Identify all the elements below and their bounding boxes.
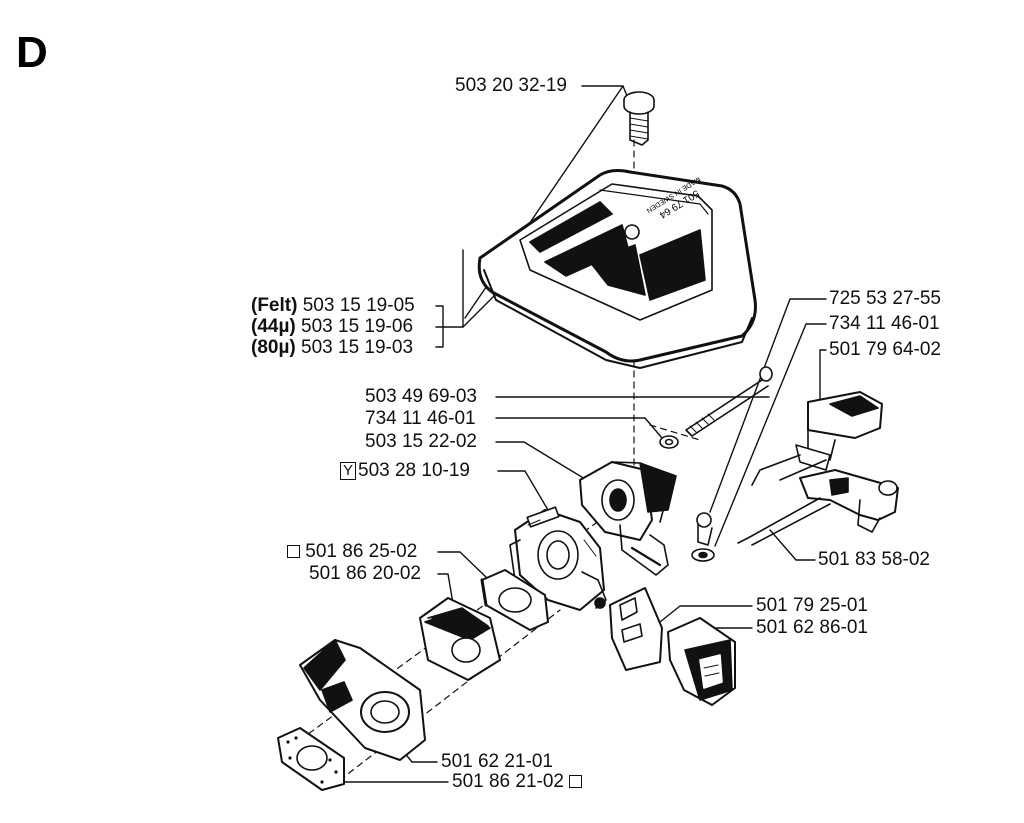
gasket-b-part — [277, 727, 345, 791]
leader-washer-left — [495, 417, 663, 439]
callout-screw-top: 503 20 32-19 — [455, 75, 567, 96]
callout-plate: 501 79 25-01 — [756, 595, 868, 616]
leader-washer-right — [714, 323, 827, 547]
long-bolt-part — [685, 366, 773, 437]
leader-screw-right — [709, 298, 827, 513]
intake-adapter-part — [299, 639, 426, 761]
gasket-a-part — [480, 569, 549, 631]
throttle-rod-part — [737, 469, 899, 546]
washer-left-part — [659, 435, 679, 449]
bushing-part — [667, 617, 736, 706]
leader-gasket-a — [437, 551, 488, 579]
callout-throttle-rod: 501 83 58-02 — [818, 549, 930, 570]
callout-intake: 501 86 20-02 — [309, 563, 421, 584]
choke-lever-part — [751, 391, 883, 486]
callout-filter-felt-type: (Felt) — [251, 295, 298, 316]
screw-right-part — [696, 512, 713, 546]
section-letter: D — [16, 28, 48, 77]
callout-filter-felt: (Felt) 503 15 19-05 — [251, 295, 415, 316]
callout-gasket-a: 501 86 25-02 — [287, 541, 417, 563]
intake-part — [419, 597, 501, 681]
callout-choke-lever: 501 79 64-02 — [829, 339, 941, 360]
callout-bolt-long: 503 49 69-03 — [365, 386, 477, 407]
square-marker-icon — [569, 775, 583, 788]
leader-carb — [497, 470, 549, 511]
callout-carb-holder: 503 15 22-02 — [365, 431, 477, 452]
carb-y-marker: Y — [340, 462, 357, 480]
callout-screw-right: 725 53 27-55 — [829, 288, 941, 309]
leader-carb-holder — [495, 441, 591, 483]
carburetor-part — [509, 506, 607, 611]
leader-filter — [462, 249, 496, 328]
leader-plate — [659, 605, 753, 623]
callout-washer-right: 734 11 46-01 — [829, 313, 940, 334]
screw-top-part — [623, 91, 655, 146]
callout-filter-44: (44µ) 503 15 19-06 — [251, 316, 414, 337]
callout-filter-80: (80µ) 503 15 19-03 — [251, 337, 414, 358]
callout-intake-adapter: 501 62 21-01 — [441, 751, 553, 772]
square-marker-icon — [287, 545, 300, 558]
filter-cover-part — [477, 169, 757, 369]
callout-filter-44-type: (44µ) — [251, 316, 296, 337]
carb-holder-part — [579, 461, 677, 576]
plate-part — [609, 587, 663, 671]
callout-filter-80-type: (80µ) — [251, 337, 296, 358]
washer-right-part — [691, 548, 715, 562]
leader-throttle-rod — [769, 529, 816, 561]
callout-gasket-b: 501 86 21-02 — [452, 771, 583, 793]
callout-bushing: 501 62 86-01 — [756, 617, 868, 638]
leader-choke — [819, 349, 827, 401]
callout-washer-left: 734 11 46-01 — [365, 408, 476, 429]
